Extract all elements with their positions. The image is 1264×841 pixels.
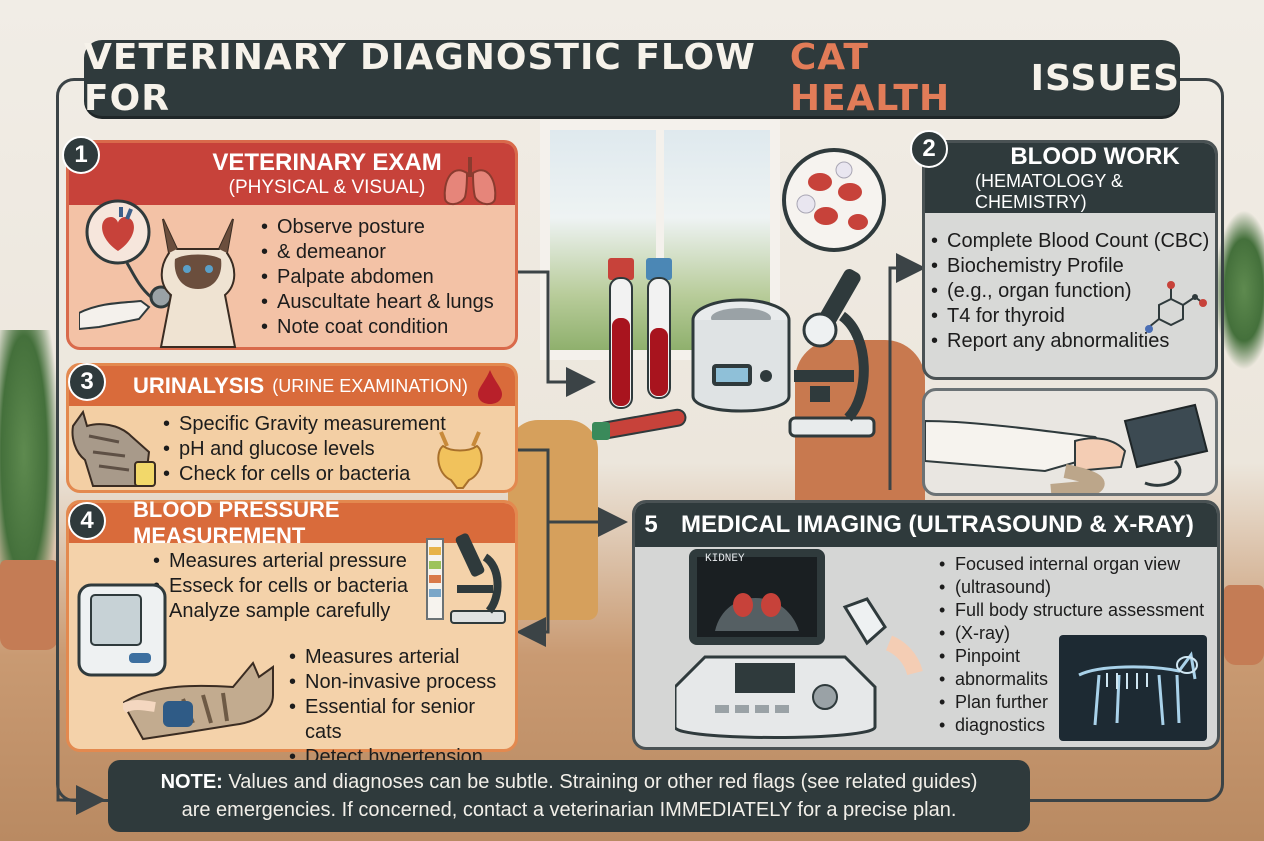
step-urinalysis-title: URINALYSIS [133,373,265,398]
centrifuge-icon [691,298,791,413]
list-item: Note coat condition [259,315,494,340]
step-imaging-header: MEDICAL IMAGING (ULTRASOUND & X-RAY) [635,503,1217,547]
list-item: Complete Blood Count (CBC) [929,229,1209,254]
blood-cells-icon [782,148,886,252]
step-blood-pressure-card: BLOOD PRESSURE MEASUREMENT Measures arte… [66,497,518,770]
list-item: (ultrasound) [937,576,1204,599]
test-strip-icon [426,538,444,620]
step-imaging-number: 5 [644,511,658,538]
step-blood-work-title: BLOOD WORK [1010,143,1180,170]
molecule-icon [1145,281,1207,333]
list-item: Full body structure assessment [937,599,1204,622]
title-accent: CAT HEALTH [789,37,951,119]
step-imaging-card: MEDICAL IMAGING (ULTRASOUND & X-RAY) KID… [632,500,1220,750]
blood-tube-icon [608,258,672,409]
step-blood-work-subtitle: (HEMATOLOGY & CHEMISTRY) [975,171,1124,212]
list-item: Analyze sample carefully [151,599,408,624]
arrow-to-bloodwork [888,253,926,490]
pot-right [1224,585,1264,665]
list-item: Check for cells or bacteria [161,462,446,487]
step-blood-pressure-header: BLOOD PRESSURE MEASUREMENT [69,497,515,548]
stethoscope-icon [79,263,173,331]
step-exam-subtitle: (PHYSICAL & VISUAL) [228,177,426,198]
heart-icon [85,199,151,265]
arrow-exam-to-lab [496,270,596,397]
step-blood-pressure-list-top: Measures arterial pressure Esseck for ce… [151,549,408,624]
pot-left [0,560,58,650]
list-item: Measures arterial [287,645,515,670]
step-exam-card: VETERINARY EXAM (PHYSICAL & VISUAL) Obse… [66,140,518,350]
lungs-icon [443,157,497,205]
list-item: Essential for senior cats [287,695,515,745]
list-item: Non-invasive process [287,670,515,695]
note-line-2: are emergencies. If concerned, contact a… [181,799,957,821]
title-end: ISSUES [1030,57,1180,99]
arrow-to-note [56,690,106,815]
step-urinalysis-subtitle: (URINE EXAMINATION) [272,375,468,396]
step-exam-list: Observe posture & demeanor Palpate abdom… [259,215,494,340]
step-blood-work-header: BLOOD WORK (HEMATOLOGY & CHEMISTRY) [925,143,1215,213]
list-item: (e.g., organ function) [929,279,1209,304]
list-item: (X-ray) [937,622,1204,645]
step-blood-work-number: 2 [910,130,948,168]
list-item: Measures arterial pressure [151,549,408,574]
step-blood-work-card: BLOOD WORK (HEMATOLOGY & CHEMISTRY) Comp… [922,140,1218,380]
note-label: NOTE: [160,771,223,793]
blood-pressure-illustration [922,388,1218,496]
background-chair [508,420,598,620]
step-urinalysis-card: URINALYSIS (URINE EXAMINATION) Specific … [66,363,518,493]
step-exam-header: VETERINARY EXAM (PHYSICAL & VISUAL) [69,143,515,205]
blood-drop-icon [478,370,502,404]
step-exam-number: 1 [62,136,100,174]
step-urinalysis-number: 3 [68,363,106,401]
step-imaging-list: Focused internal organ view (ultrasound)… [937,553,1204,737]
list-item: Focused internal organ view [937,553,1204,576]
list-item: Observe posture [259,215,494,240]
ultrasound-machine-icon [675,549,923,739]
page-title: VETERINARY DIAGNOSTIC FLOW FOR CAT HEALT… [84,37,1180,119]
cat-icon [71,409,156,487]
blood-pressure-cuff-icon [925,403,1209,493]
step-blood-pressure-title: BLOOD PRESSURE MEASUREMENT [133,497,340,548]
step-blood-work-list: Complete Blood Count (CBC) Biochemistry … [929,229,1209,354]
microscope-icon [450,533,506,624]
list-item: Report any abnormalities [929,329,1209,354]
list-item: pH and glucose levels [161,437,446,462]
step-blood-pressure-list-bottom: Measures arterial Non-invasive process E… [287,645,515,770]
step-imaging-title: MEDICAL IMAGING (ULTRASOUND & X-RAY) [681,511,1194,538]
title-main: VETERINARY DIAGNOSTIC FLOW FOR [84,37,756,119]
cat-icon [123,661,274,741]
bp-monitor-icon [77,583,167,677]
list-item: abnormalits [937,668,1204,691]
xray-icon [1059,635,1207,741]
ultrasound-screen-label: KIDNEY [705,553,745,565]
list-item: diagnostics [937,714,1204,737]
arrow-urinalysis-to-bp [496,448,550,647]
list-item: Auscultate heart & lungs [259,290,494,315]
list-item: Plan further [937,691,1204,714]
list-item: Esseck for cells or bacteria [151,574,408,599]
microscope-icon [788,269,876,438]
note-line-1: Values and diagnoses can be subtle. Stra… [228,771,978,793]
step-urinalysis-list: Specific Gravity measurement pH and gluc… [161,412,446,487]
list-item: Pinpoint [937,645,1204,668]
note-box: NOTE: Values and diagnoses can be subtle… [108,760,1030,832]
list-item: Biochemistry Profile [929,254,1209,279]
list-item: T4 for thyroid [929,304,1209,329]
list-item: Specific Gravity measurement [161,412,446,437]
list-item: Palpate abdomen [259,265,494,290]
step-exam-title: VETERINARY EXAM [212,149,442,176]
step-urinalysis-header: URINALYSIS (URINE EXAMINATION) [69,366,515,406]
list-item: & demeanor [259,240,494,265]
blood-tube-icon [592,408,687,440]
cat-icon [159,218,237,348]
step-blood-pressure-number: 4 [68,502,106,540]
